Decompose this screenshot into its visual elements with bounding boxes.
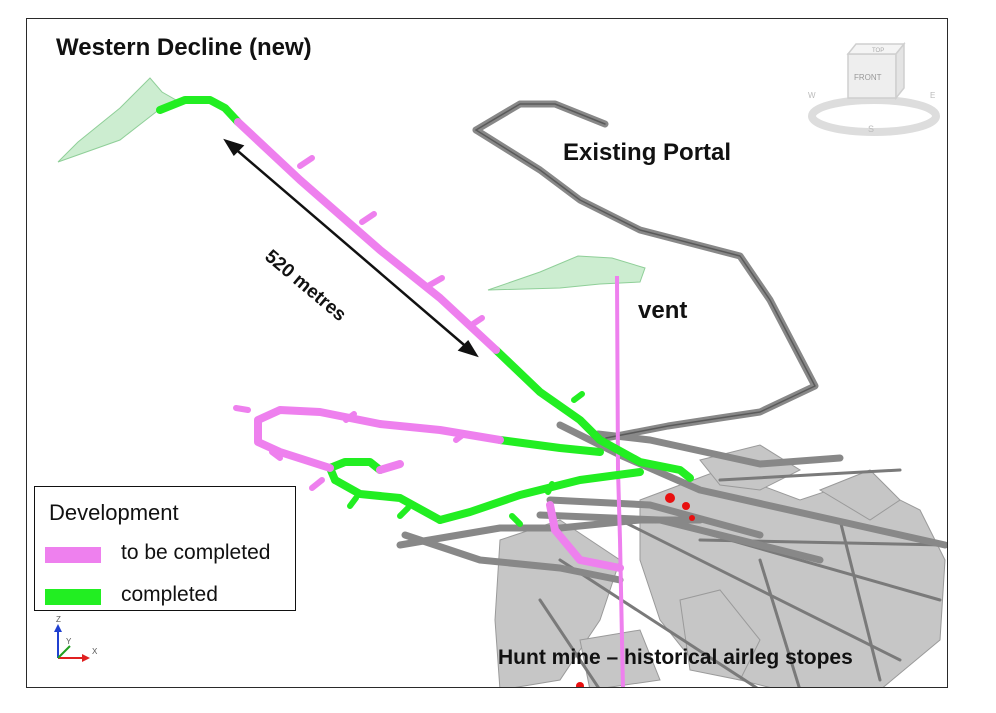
completed-stubs xyxy=(347,391,585,527)
legend-label-to-be-completed: to be completed xyxy=(121,541,271,564)
decline-to-be-completed xyxy=(234,118,624,572)
axis-z-label: Z xyxy=(56,615,61,624)
decline-completed xyxy=(156,96,694,524)
vent-label: vent xyxy=(638,297,688,324)
stope-detail xyxy=(538,468,947,687)
nav-cube[interactable]: TOP FRONT W S E xyxy=(806,36,942,136)
nav-cube-top: TOP xyxy=(872,48,884,54)
legend-title: Development xyxy=(49,500,179,525)
legend-label-completed: completed xyxy=(121,583,218,606)
vent-portal-solid xyxy=(487,255,646,291)
axis-x-label: X xyxy=(92,647,98,656)
decline-stubs xyxy=(233,155,485,491)
western-decline-portal-solid xyxy=(57,77,177,163)
legend: Development to be completed completed xyxy=(34,486,296,611)
legend-swatch-to-be-completed xyxy=(45,547,101,563)
compass-w: W xyxy=(808,91,816,100)
nav-cube-front: FRONT xyxy=(854,73,882,82)
vent-shaft xyxy=(615,275,625,687)
compass-e: E xyxy=(930,91,935,100)
axis-triad: Z Y X xyxy=(54,615,98,662)
distance-arrow xyxy=(223,138,479,358)
western-decline-label: Western Decline (new) xyxy=(56,34,312,61)
existing-workings-outline xyxy=(475,103,816,439)
axis-y-label: Y xyxy=(66,637,72,646)
compass-s: S xyxy=(868,124,874,134)
hunt-mine-label: Hunt mine – historical airleg stopes xyxy=(498,646,853,669)
existing-portal-label: Existing Portal xyxy=(563,139,732,166)
legend-swatch-completed xyxy=(45,589,101,605)
red-highlights xyxy=(576,493,695,687)
